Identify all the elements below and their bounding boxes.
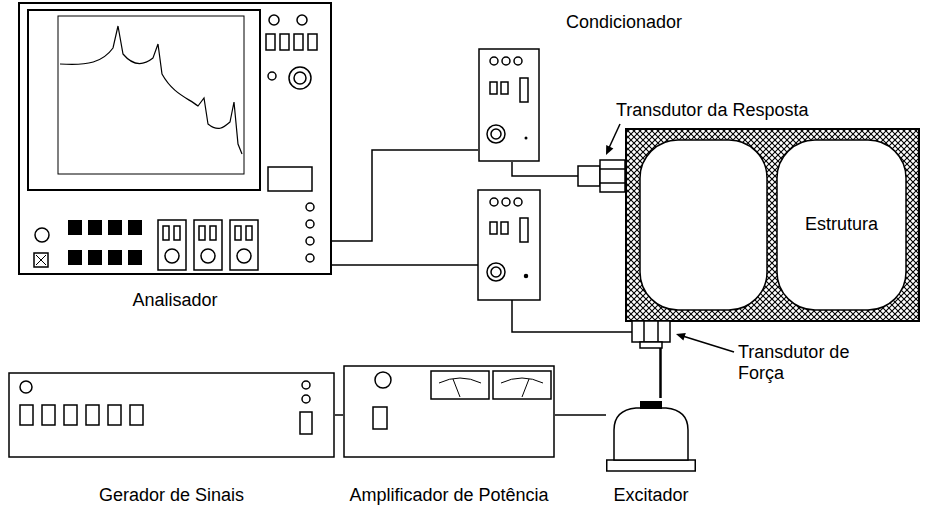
equipment-node: Gerador de Sinais [8, 372, 335, 458]
cable-connector [332, 150, 478, 241]
equipment-node: Amplificador de Potência [343, 365, 555, 458]
node-label: Amplificador de Potência [333, 485, 565, 506]
equipment-node: Excitador [606, 398, 696, 472]
equipment-node: Analisador [18, 2, 332, 275]
node-label: Gerador de Sinais [8, 485, 335, 506]
equipment-drawing [18, 2, 332, 275]
node-label: Condicionador [566, 12, 696, 33]
equipment-drawing [606, 398, 696, 472]
equipment-drawing [478, 48, 540, 162]
equipment-node: Condicionador [478, 48, 540, 162]
cable-connector [555, 415, 606, 416]
transducer-label: Transdutor da Resposta [616, 100, 836, 121]
equipment-node: Estrutura [625, 128, 920, 322]
cable-connector [335, 415, 343, 416]
transducer-label: Transdutor de Força [738, 342, 878, 384]
equipment-drawing [343, 365, 555, 458]
equipment-drawing [8, 372, 335, 458]
node-label: Excitador [586, 485, 716, 506]
cable-connector [660, 322, 661, 398]
node-label: Analisador [18, 290, 332, 311]
node-label: Estrutura [777, 214, 906, 235]
